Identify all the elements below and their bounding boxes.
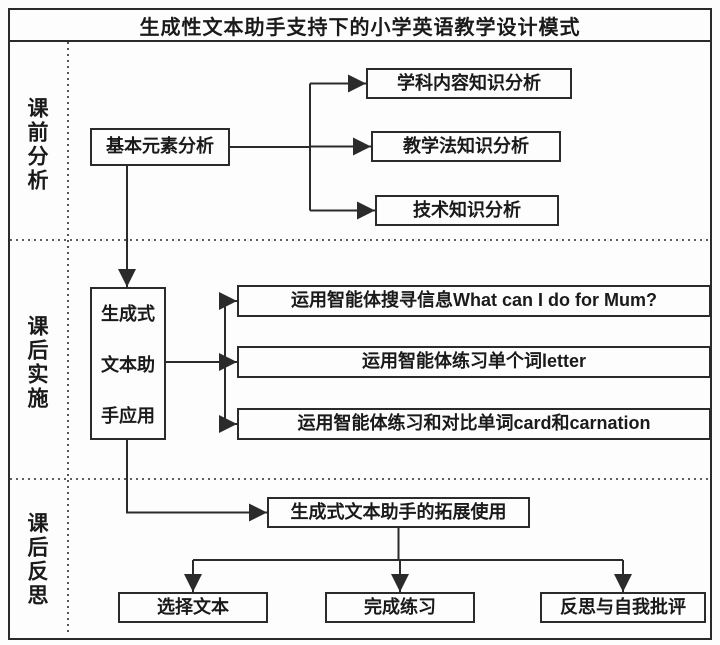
node-extended-use: 生成式文本助手的拓展使用 bbox=[267, 497, 530, 528]
node-complete-exercise: 完成练习 bbox=[325, 592, 475, 623]
node-technology-knowledge: 技术知识分析 bbox=[375, 195, 559, 226]
node-task-search-info: 运用智能体搜寻信息What can I do for Mum? bbox=[237, 285, 711, 317]
node-task-practice-word: 运用智能体练习单个词letter bbox=[237, 346, 711, 378]
node-subject-content-knowledge: 学科内容知识分析 bbox=[366, 68, 572, 99]
stage-label-reflection: 课后反思 bbox=[25, 512, 48, 608]
diagram-title: 生成性文本助手支持下的小学英语教学设计模式 bbox=[10, 10, 710, 42]
node-generative-assistant-application: 生成式文本助手应用 bbox=[90, 287, 166, 440]
node-task-compare-words: 运用智能体练习和对比单词card和carnation bbox=[237, 408, 711, 440]
node-self-reflection: 反思与自我批评 bbox=[540, 592, 706, 623]
node-basic-element-analysis: 基本元素分析 bbox=[90, 128, 230, 166]
stage-label-implementation: 课后实施 bbox=[25, 315, 48, 411]
node-select-text: 选择文本 bbox=[118, 592, 268, 623]
stage-label-pre-class-analysis: 课前分析 bbox=[25, 97, 48, 193]
node-pedagogy-knowledge: 教学法知识分析 bbox=[371, 131, 561, 162]
diagram-frame bbox=[8, 8, 712, 640]
